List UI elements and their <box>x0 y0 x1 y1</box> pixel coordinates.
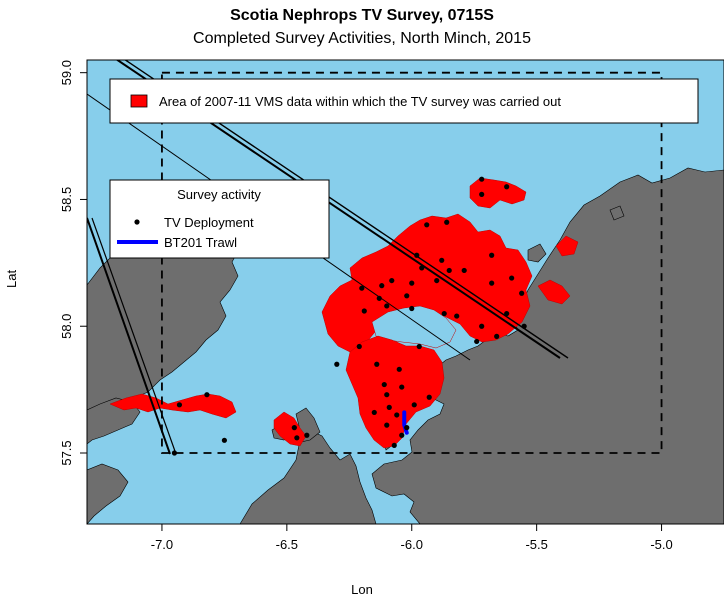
vms-area-east <box>555 235 579 257</box>
tv-deployment-24 <box>404 293 410 299</box>
tv-deployment-12 <box>504 310 510 317</box>
tv-deployment-10 <box>489 280 495 286</box>
tv-deployment-45 <box>391 442 397 448</box>
x-tick-label-3: -5.5 <box>525 537 547 552</box>
legend-deployment-label: TV Deployment <box>164 215 254 230</box>
tv-deployment-8 <box>489 252 495 258</box>
y-tick-label-2: 58.5 <box>59 187 74 212</box>
tv-deployment-51 <box>171 450 178 456</box>
tv-deployment-39 <box>394 412 400 418</box>
tv-deployment-6 <box>439 257 445 263</box>
y-axis: 57.5 58.0 58.5 59.0 <box>59 60 87 466</box>
tv-deployment-48 <box>176 402 183 408</box>
legend-area-box <box>109 78 699 124</box>
tv-deployment-54 <box>304 432 310 438</box>
land-uist <box>87 463 129 524</box>
x-tick-label-4: -5.0 <box>650 537 672 552</box>
tv-deployment-27 <box>379 283 385 289</box>
tv-deployment-20 <box>434 277 440 284</box>
x-tick-label-2: -6.0 <box>401 537 423 552</box>
tv-deployment-52 <box>294 435 300 441</box>
tv-deployment-15 <box>474 338 480 345</box>
tv-deployment-50 <box>221 437 227 443</box>
tv-deployment-44 <box>399 432 405 438</box>
land-summer-isles <box>527 243 547 263</box>
tv-deployment-41 <box>384 422 390 428</box>
tv-deployment-0 <box>479 176 485 182</box>
tv-deployment-42 <box>411 402 417 408</box>
tv-deployment-43 <box>404 425 410 431</box>
boundary-line-4 <box>87 217 171 455</box>
tv-deployment-40 <box>371 409 377 416</box>
tv-deployment-47 <box>334 361 340 367</box>
tv-deployment-14 <box>479 323 485 329</box>
legend-area: Area of 2007-11 VMS data within which th… <box>109 78 699 124</box>
tv-deployment-18 <box>454 313 460 319</box>
vms-area-southwest <box>109 393 237 419</box>
vms-area-north <box>469 177 527 209</box>
trawl-track-0 <box>402 410 409 435</box>
legend-activity: Survey activity TV Deployment BT201 Traw… <box>109 179 330 259</box>
legend-trawl-label: BT201 Trawl <box>164 235 237 250</box>
tv-deployment-3 <box>424 222 430 228</box>
vms-area-east2 <box>537 279 571 305</box>
tv-deployment-23 <box>409 280 415 286</box>
legend-deployment-dot <box>134 219 140 225</box>
land-skye <box>239 429 377 524</box>
tv-deployment-46 <box>426 394 432 400</box>
tv-deployment-26 <box>359 285 365 291</box>
y-tick-label-0: 57.5 <box>59 440 74 465</box>
tv-deployment-34 <box>396 366 402 372</box>
map-subtitle: Completed Survey Activities, North Minch… <box>193 30 531 47</box>
land-handa <box>609 205 625 221</box>
tv-deployment-7 <box>461 267 467 274</box>
x-tick-label-1: -6.5 <box>276 537 298 552</box>
tv-deployment-25 <box>376 295 382 301</box>
tv-deployment-1 <box>479 191 485 197</box>
tv-deployment-31 <box>356 343 362 350</box>
tv-deployment-2 <box>504 184 510 190</box>
tv-deployment-13 <box>521 323 527 329</box>
x-tick-label-0: -7.0 <box>151 537 173 552</box>
tv-deployment-4 <box>444 219 450 225</box>
tv-deployment-16 <box>494 333 500 339</box>
survey-box <box>161 71 663 454</box>
tv-deployment-36 <box>384 392 390 398</box>
legend-activity-box <box>109 179 330 259</box>
tv-deployment-32 <box>374 361 380 367</box>
tv-deployment-29 <box>384 303 390 309</box>
vms-area-south <box>345 335 445 449</box>
tv-deployment-38 <box>386 404 392 410</box>
tv-deployment-19 <box>419 265 425 271</box>
tv-deployment-22 <box>389 277 395 284</box>
tv-deployment-11 <box>519 290 525 296</box>
tv-deployment-17 <box>441 310 447 317</box>
land-mainland <box>371 167 724 524</box>
x-axis: -7.0 -6.5 -6.0 -5.5 -5.0 <box>151 524 673 552</box>
deployment-layer <box>171 176 527 456</box>
tv-deployment-37 <box>399 384 405 390</box>
tv-deployment-49 <box>204 392 210 398</box>
tv-deployment-21 <box>446 267 452 274</box>
tv-deployment-53 <box>291 425 297 431</box>
map-title: Scotia Nephrops TV Survey, 0715S <box>230 7 494 24</box>
tv-deployment-33 <box>381 381 387 388</box>
x-axis-label: Lon <box>351 582 373 597</box>
legend-area-swatch <box>130 94 148 108</box>
vms-area-layer <box>109 177 579 449</box>
trawl-layer <box>402 410 409 435</box>
tv-deployment-9 <box>509 275 515 281</box>
tv-deployment-5 <box>414 252 420 258</box>
legend-activity-title: Survey activity <box>177 187 261 202</box>
y-tick-label-1: 58.0 <box>59 314 74 339</box>
tv-deployment-30 <box>409 305 415 312</box>
plot-frame <box>86 59 724 525</box>
tv-deployment-35 <box>416 343 422 350</box>
y-tick-label-3: 59.0 <box>59 60 74 85</box>
legend-area-label: Area of 2007-11 VMS data within which th… <box>159 94 561 109</box>
tv-deployment-28 <box>361 308 367 314</box>
